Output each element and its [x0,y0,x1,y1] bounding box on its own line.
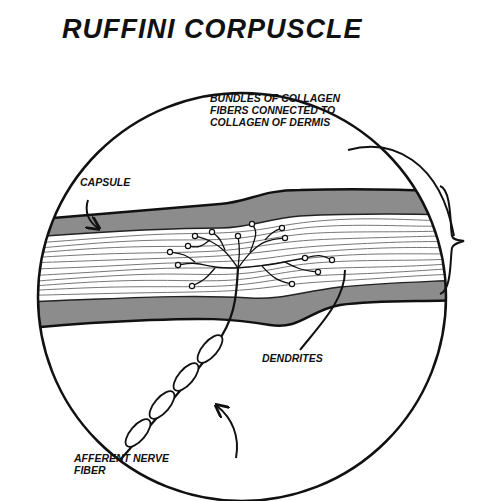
dendrite [238,236,239,268]
collagen-fibers [30,219,460,296]
dendrite [195,236,238,268]
capsule-lumen [30,214,460,302]
dendrite-ending [185,243,190,248]
view-circle [38,93,446,501]
dendrite-ending [167,249,172,254]
myelin-segment [145,387,179,423]
collagen-fiber [30,274,460,295]
dendrite [305,256,332,260]
dendrite [262,266,292,284]
dendrite-ending [175,262,180,267]
dendrite [250,224,256,252]
magnified-view [30,189,460,460]
myelin-segment [193,331,227,367]
dendrite [192,268,215,286]
dendrite-ending [249,221,254,226]
dendrite-tree [167,221,334,288]
dendrite-ending [329,257,334,262]
part-label: BUNDLES OF COLLAGEN FIBERS CONNECTED TO … [210,92,350,128]
collagen-fiber [30,263,460,286]
dendrite [170,252,195,262]
collagen-fiber [30,259,460,282]
dendrite-ending [189,283,194,288]
part-label: DENDRITES [262,352,362,364]
capsule-wall [30,189,460,328]
part-label: CAPSULE [80,176,170,188]
dendrite-ending [279,225,284,230]
dendrite [188,240,210,247]
myelin-segment [169,359,203,395]
dendrite [178,263,238,268]
leader-line [300,270,345,350]
dendrite-ending [209,229,214,234]
dendrite [285,262,318,272]
dendrite [212,232,225,250]
leader-line [348,147,454,236]
part-label: AFFERENT NERVE FIBER [74,452,170,476]
leader-arrow [87,200,98,228]
axon [120,268,238,460]
dendrite-ending [302,255,307,260]
dendrite-ending [315,269,320,274]
collagen-fiber [30,236,460,258]
nerve-fiber [120,268,238,460]
dendrite-ending [289,281,294,286]
dendrite-ending [192,233,197,238]
collagen-fiber [30,219,460,244]
collagen-fiber [30,268,460,291]
leader-arrow [217,406,237,458]
diagram-title: RUFFINI CORPUSCLE [62,14,363,45]
dendrite-ending [282,235,287,240]
dendrite-ending [235,233,240,238]
myelin-segment [121,415,155,451]
